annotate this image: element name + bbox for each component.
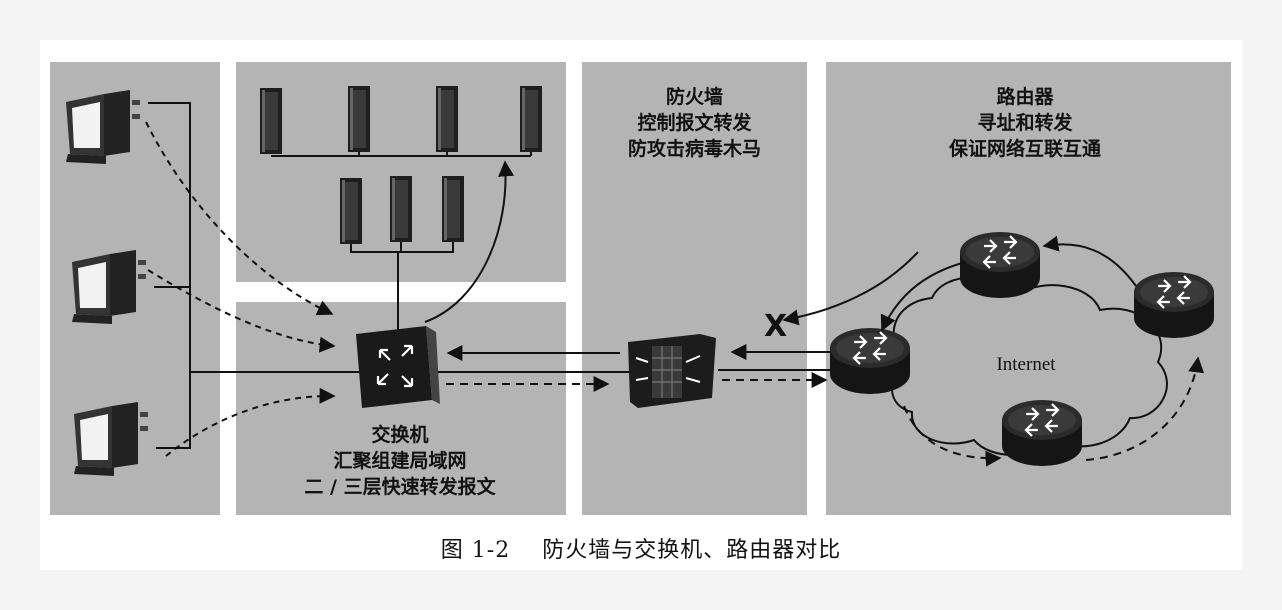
server-icon-6 — [390, 176, 412, 242]
server-bus-bottom — [350, 242, 454, 253]
firewall-panel — [582, 62, 807, 515]
router-label: 路由器 寻址和转发 保证网络互联互通 — [900, 84, 1150, 162]
server-icon-7 — [442, 176, 464, 242]
server-drops-top — [358, 152, 532, 156]
router-left-to-bottom-dashed-arrow — [903, 405, 1002, 467]
pc-bottom-dashed-arrow — [165, 387, 336, 457]
pc-icon-bottom — [74, 402, 148, 476]
blocked-attack-arrow — [782, 251, 919, 326]
pc-top-dashed-arrow — [145, 121, 334, 316]
switch-title: 交换机 — [371, 424, 429, 446]
switch-desc-2: 二 / 三层快速转发报文 — [304, 476, 496, 498]
figure-caption-text: 防火墙与交换机、路由器对比 — [542, 538, 842, 563]
router-desc-2: 保证网络互联互通 — [948, 138, 1101, 160]
router-icon-right — [1132, 270, 1216, 340]
pc-icon-middle — [72, 250, 146, 324]
pc-link-bus — [148, 102, 191, 449]
server-icon-4 — [520, 86, 542, 152]
router-icon-top — [958, 230, 1042, 300]
router-desc-1: 寻址和转发 — [977, 112, 1073, 134]
figure-caption: 图 1-2 防火墙与交换机、路由器对比 — [40, 532, 1242, 564]
switch-desc-1: 汇聚组建局域网 — [333, 450, 467, 472]
server-bus-top — [271, 155, 531, 157]
server-icon-2 — [348, 86, 370, 152]
switch-icon — [356, 326, 440, 408]
network-diagram: X Internet — [66, 86, 1216, 476]
router-title: 路由器 — [996, 86, 1054, 108]
firewall-icon — [628, 334, 716, 408]
pc-icon-top — [66, 90, 140, 164]
figure-number: 图 1-2 — [440, 538, 511, 563]
firewall-desc-1: 控制报文转发 — [637, 112, 752, 134]
server-icon-5 — [340, 178, 362, 244]
server-icon-1 — [260, 88, 282, 154]
router-icon-bottom — [1000, 398, 1084, 468]
firewall-title: 防火墙 — [665, 86, 723, 108]
server-icon-3 — [436, 86, 458, 152]
router-right-to-top-arrow — [1042, 235, 1137, 287]
firewall-desc-2: 防攻击病毒木马 — [627, 138, 761, 160]
blocked-x-icon: X — [764, 309, 787, 344]
firewall-label: 防火墙 控制报文转发 防攻击病毒木马 — [582, 84, 807, 162]
router-bottom-to-right-dashed-arrow — [1085, 356, 1205, 461]
router-top-to-left-arrow — [880, 261, 967, 332]
figure-card: X Internet 防火墙 控制报文转发 防攻击病毒木马 路由器 寻址和转发 … — [40, 40, 1242, 570]
pc-middle-dashed-arrow — [147, 269, 336, 353]
cloud-label: Internet — [996, 354, 1056, 375]
switch-to-server-arrow — [424, 160, 515, 323]
switch-label: 交换机 汇聚组建局域网 二 / 三层快速转发报文 — [270, 422, 530, 500]
router-icon-left — [828, 326, 912, 396]
